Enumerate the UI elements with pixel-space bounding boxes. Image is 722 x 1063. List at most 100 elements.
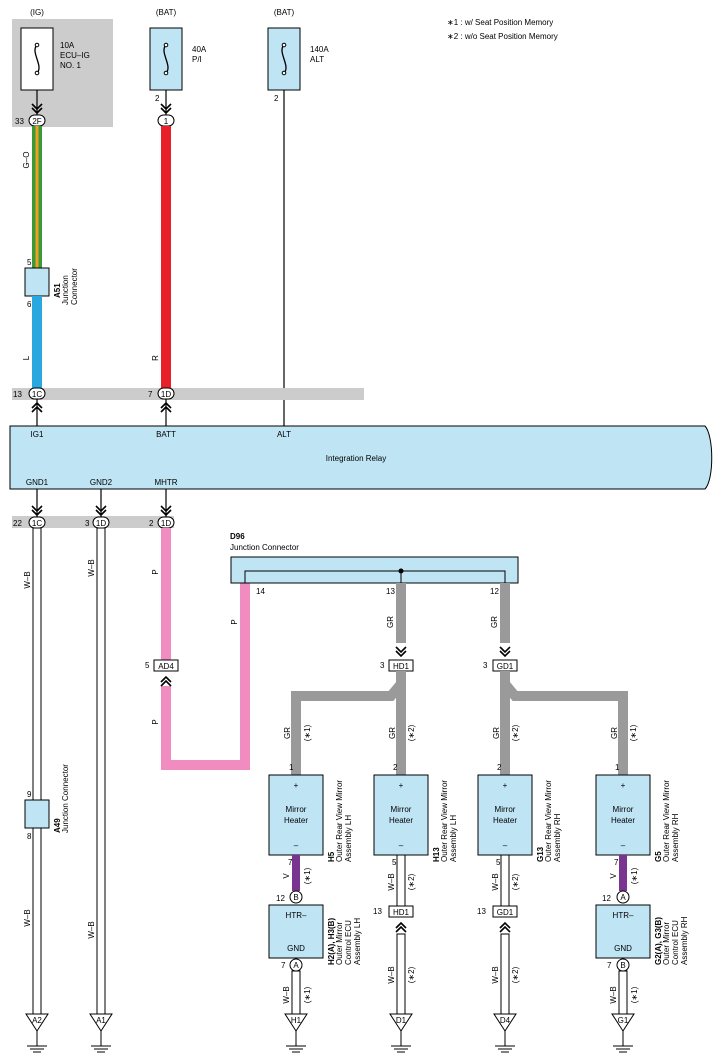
gnd2-pin: 3 bbox=[85, 519, 90, 528]
svg-text:A1: A1 bbox=[96, 1016, 106, 1025]
ig1-pin: 13 bbox=[13, 390, 22, 399]
bat-source-label-2: (BAT) bbox=[274, 8, 295, 17]
svg-text:7: 7 bbox=[614, 858, 619, 867]
svg-text:+: + bbox=[399, 781, 404, 790]
svg-text:Assembly RH: Assembly RH bbox=[680, 916, 689, 965]
relay-pin-batt: BATT bbox=[156, 430, 176, 439]
svg-text:140A: 140A bbox=[310, 45, 329, 54]
pi-pin: 2 bbox=[155, 94, 160, 103]
wire-wb-h13 bbox=[396, 854, 406, 907]
svg-text:+: + bbox=[503, 781, 508, 790]
svg-text:Outer Rear View Mirror: Outer Rear View Mirror bbox=[544, 780, 553, 862]
wire-gr-gd1 bbox=[500, 583, 510, 643]
wire-go bbox=[32, 126, 42, 268]
star-label-5: (∗1) bbox=[303, 867, 312, 884]
svg-text:–: – bbox=[503, 841, 508, 850]
svg-text:1D: 1D bbox=[96, 519, 106, 528]
svg-text:2: 2 bbox=[393, 763, 398, 772]
wire-gr-hd1 bbox=[396, 583, 406, 643]
ecu-rh: HTR– GND G2(A), G3(B) Outer Mirror Contr… bbox=[595, 904, 689, 965]
mirror-heater-g13: 2 + Mirror Heater – 5 G13 Outer Rear Vie… bbox=[477, 763, 562, 867]
svg-text:Junction Connector: Junction Connector bbox=[61, 764, 70, 833]
svg-text:1D: 1D bbox=[161, 519, 171, 528]
wire-label-wb-3: W–B bbox=[87, 559, 96, 576]
svg-text:Heater: Heater bbox=[389, 816, 413, 825]
connector-gd1-top: 3 GD1 bbox=[483, 659, 518, 672]
wire-label-p-3: P bbox=[230, 619, 239, 624]
ecu-lh-bottom-connector: 7 A bbox=[281, 958, 303, 972]
wire-p bbox=[161, 528, 250, 770]
svg-text:Outer Rear View Mirror: Outer Rear View Mirror bbox=[440, 780, 449, 862]
svg-text:–: – bbox=[294, 841, 299, 850]
svg-text:A: A bbox=[620, 893, 626, 902]
svg-text:Assembly LH: Assembly LH bbox=[449, 815, 458, 862]
svg-text:Heater: Heater bbox=[284, 816, 308, 825]
relay-pin-alt: ALT bbox=[277, 430, 291, 439]
relay-pin-mhtr: MHTR bbox=[154, 478, 177, 487]
svg-text:7: 7 bbox=[288, 858, 293, 867]
junction-a51: 5 6 A51 Junction Connector bbox=[24, 258, 79, 309]
svg-text:B: B bbox=[620, 961, 625, 970]
svg-text:G13: G13 bbox=[536, 846, 545, 862]
relay-pin-ig1: IG1 bbox=[31, 430, 44, 439]
junction-a49: 9 8 A49 Junction Connector bbox=[24, 764, 70, 841]
wire-wb-h1 bbox=[291, 970, 301, 1015]
svg-text:Assembly RH: Assembly RH bbox=[553, 813, 562, 862]
wire-v-rh bbox=[619, 855, 627, 891]
mhtr-pin: 2 bbox=[149, 519, 154, 528]
svg-text:GD1: GD1 bbox=[497, 662, 514, 671]
wire-wb-gnd1 bbox=[32, 527, 42, 1015]
wire-v-lh bbox=[292, 855, 300, 891]
svg-text:5: 5 bbox=[27, 258, 32, 267]
wire-label-gr-5: GR bbox=[492, 727, 501, 739]
svg-text:H2(A), H3(B): H2(A), H3(B) bbox=[327, 918, 336, 965]
svg-text:13: 13 bbox=[477, 907, 486, 916]
wire-wb-g1 bbox=[618, 970, 628, 1015]
batt-pin: 7 bbox=[148, 390, 153, 399]
relay-in-shade bbox=[12, 388, 364, 400]
wire-label-wb-5: W–B bbox=[387, 873, 396, 890]
wire-wb-d4 bbox=[500, 933, 510, 1015]
svg-text:H1: H1 bbox=[291, 1016, 302, 1025]
svg-text:Heater: Heater bbox=[611, 816, 635, 825]
svg-text:1: 1 bbox=[615, 763, 620, 772]
svg-text:ALT: ALT bbox=[310, 55, 324, 64]
svg-text:Heater: Heater bbox=[493, 816, 517, 825]
svg-text:HTR–: HTR– bbox=[286, 911, 307, 920]
svg-text:12: 12 bbox=[602, 894, 611, 903]
connector-hd1-bottom: 13 HD1 bbox=[373, 905, 414, 933]
svg-text:+: + bbox=[621, 781, 626, 790]
svg-text:13: 13 bbox=[373, 907, 382, 916]
svg-text:5: 5 bbox=[496, 858, 501, 867]
wire-label-wb-2: W–B bbox=[23, 909, 32, 926]
legend-note-1: ∗1 : w/ Seat Position Memory bbox=[447, 18, 553, 27]
ground-d4: D4 bbox=[493, 1013, 517, 1053]
svg-text:9: 9 bbox=[27, 790, 32, 799]
mirror-heater-h13: 2 + Mirror Heater – 5 H13 Outer Rear Vie… bbox=[373, 763, 458, 867]
wire-r bbox=[161, 126, 171, 388]
wire-label-p-2: P bbox=[151, 719, 160, 724]
svg-text:G5: G5 bbox=[654, 851, 663, 862]
svg-text:AD4: AD4 bbox=[158, 662, 174, 671]
svg-text:Control ECU: Control ECU bbox=[344, 920, 353, 965]
wire-label-gr-2: GR bbox=[490, 616, 499, 628]
svg-text:1C: 1C bbox=[32, 390, 42, 399]
svg-text:10A: 10A bbox=[60, 41, 75, 50]
junction-d96 bbox=[230, 556, 519, 584]
wire-label-wb-4: W–B bbox=[87, 921, 96, 938]
bat-source-label-1: (BAT) bbox=[156, 8, 177, 17]
svg-text:B: B bbox=[293, 893, 298, 902]
wire-label-wb-8: W–B bbox=[387, 966, 396, 983]
wire-label-v-1: V bbox=[282, 873, 291, 879]
svg-text:G2(A), G3(B): G2(A), G3(B) bbox=[654, 917, 663, 965]
wire-label-wb-7: W–B bbox=[282, 986, 291, 1003]
svg-text:1D: 1D bbox=[161, 390, 171, 399]
ground-g1: G1 bbox=[611, 1013, 635, 1053]
svg-text:G1: G1 bbox=[618, 1016, 629, 1025]
svg-text:Outer Mirror: Outer Mirror bbox=[662, 922, 671, 965]
ground-a1: A1 bbox=[89, 1013, 113, 1053]
svg-text:7: 7 bbox=[281, 961, 286, 970]
connector-gd1-bottom: 13 GD1 bbox=[477, 905, 518, 933]
d96-pin-14: 14 bbox=[256, 587, 265, 596]
svg-text:A2: A2 bbox=[32, 1016, 42, 1025]
